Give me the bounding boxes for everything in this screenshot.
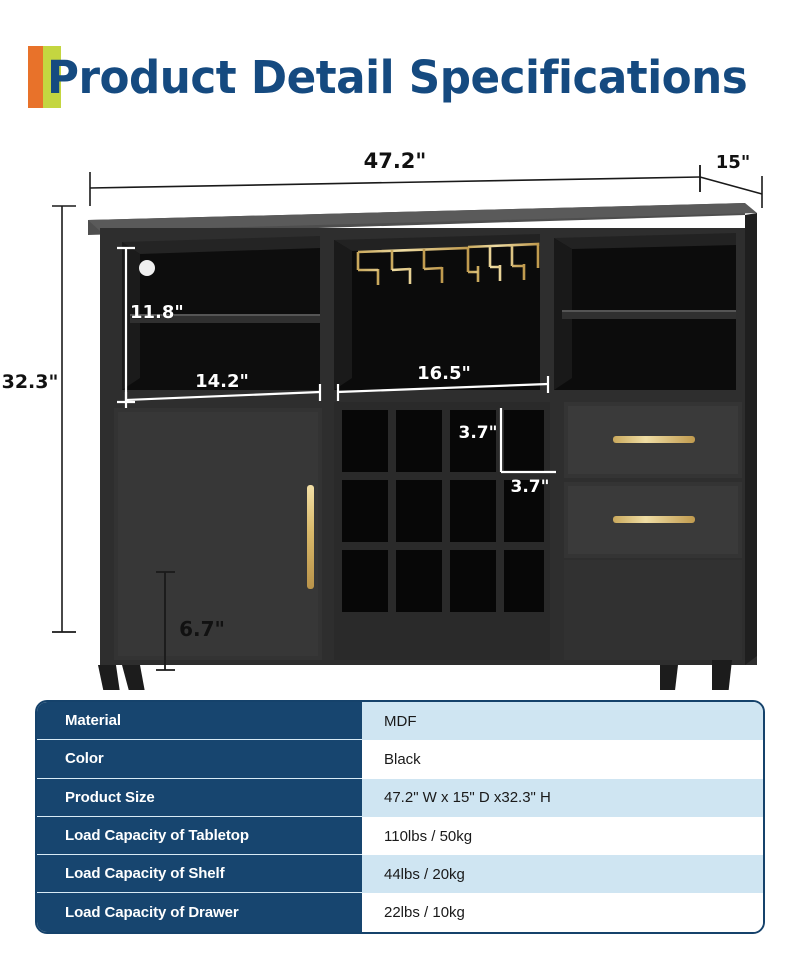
dimension-left-width <box>124 384 322 409</box>
drawer-bottom[interactable] <box>564 482 742 558</box>
label-left-width: 14.2" <box>195 371 249 392</box>
spec-value-load-shelf: 44lbs / 20kg <box>362 855 763 894</box>
wine-bottle-cubbies <box>334 402 550 660</box>
label-upper-height: 11.8" <box>130 302 184 323</box>
cabinet-legs <box>98 660 732 690</box>
dimension-cubby <box>499 408 556 474</box>
drawer-handle-gold-top <box>613 436 695 443</box>
shelf-upper-left <box>130 316 320 323</box>
page-header: Product Detail Specifications <box>0 38 800 116</box>
cabinet-top-surface <box>88 203 757 235</box>
dimension-height-overall <box>52 205 76 633</box>
accent-bar-orange <box>28 46 43 108</box>
spec-value-product-size: 47.2" W x 15" D x32.3" H <box>362 778 763 817</box>
label-overall-width: 47.2" <box>364 149 427 173</box>
label-overall-height: 32.3" <box>2 371 59 393</box>
label-center-width: 16.5" <box>417 363 471 384</box>
spec-value-load-drawer: 22lbs / 10kg <box>362 893 763 932</box>
cabinet-door-left[interactable] <box>114 408 322 660</box>
spec-label-material: Material <box>37 702 362 741</box>
cabinet-lower-right-panel <box>564 560 742 660</box>
table-row: Load Capacity of Tabletop 110lbs / 50kg <box>37 816 763 856</box>
compartment-upper-right <box>554 233 736 390</box>
drawer-top[interactable] <box>564 402 742 478</box>
accent-bar-green <box>43 46 61 108</box>
wine-glass-rack <box>356 242 540 285</box>
title-accent-bars <box>28 46 61 108</box>
label-cubby-height: 3.7" <box>459 423 498 443</box>
spec-label-load-tabletop: Load Capacity of Tabletop <box>37 816 362 856</box>
dimension-depth-overall <box>699 165 763 208</box>
dimension-leg-height <box>156 571 175 671</box>
page-title: Product Detail Specifications <box>47 50 748 104</box>
compartment-upper-center <box>334 234 540 390</box>
door-handle-gold <box>307 485 314 589</box>
table-row: Product Size 47.2" W x 15" D x32.3" H <box>37 778 763 817</box>
label-overall-depth: 15" <box>716 152 750 173</box>
product-diagram: 47.2" 15" 32.3" <box>0 120 800 690</box>
table-row: Load Capacity of Shelf 44lbs / 20kg <box>37 855 763 894</box>
spec-value-material: MDF <box>362 702 763 741</box>
label-cubby-width: 3.7" <box>511 477 550 497</box>
spec-label-load-drawer: Load Capacity of Drawer <box>37 893 362 932</box>
spec-label-load-shelf: Load Capacity of Shelf <box>37 855 362 894</box>
specification-table: Material MDF Color Black Product Size 47… <box>35 700 765 934</box>
spec-label-color: Color <box>37 740 362 779</box>
table-row: Material MDF <box>37 702 763 741</box>
table-row: Color Black <box>37 740 763 779</box>
shelf-upper-right <box>562 312 736 319</box>
table-row: Load Capacity of Drawer 22lbs / 10kg <box>37 893 763 932</box>
dimension-center-width <box>336 376 550 401</box>
spec-label-product-size: Product Size <box>37 778 362 817</box>
spec-value-load-tabletop: 110lbs / 50kg <box>362 816 763 856</box>
drawer-handle-gold-bottom <box>613 516 695 523</box>
label-leg-height: 6.7" <box>179 617 225 641</box>
spec-value-color: Black <box>362 740 763 779</box>
cable-hole-left <box>139 260 155 276</box>
cabinet-right-side <box>745 213 757 665</box>
